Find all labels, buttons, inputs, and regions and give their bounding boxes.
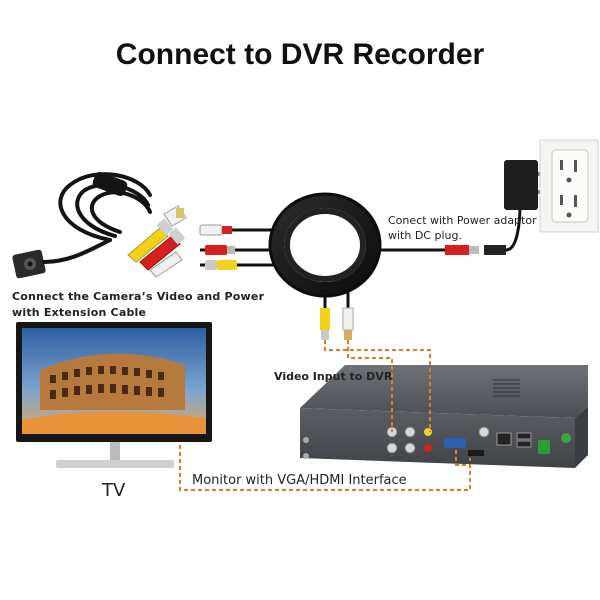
power-label-line1: Conect with Power adaptor <box>388 214 537 227</box>
camera-icon <box>12 249 46 279</box>
video-input-label: Video Input to DVR <box>274 370 393 383</box>
rca-plugs <box>127 205 187 278</box>
connection-lines <box>179 340 471 491</box>
power-label-line2: with DC plug. <box>388 229 462 242</box>
tv-monitor-icon <box>16 322 212 468</box>
coil-cable-icon <box>268 192 382 298</box>
coil-down-plugs <box>320 286 354 340</box>
camera-connection-label-line1: Connect the Camera’s Video and Power <box>12 290 265 303</box>
av-cable-icon <box>42 172 152 264</box>
power-adapter-icon <box>504 160 544 210</box>
wall-outlet-icon <box>539 139 599 233</box>
dvr-recorder-icon <box>300 365 588 468</box>
monitor-interface-label: Monitor with VGA/HDMI Interface <box>192 473 407 488</box>
camera-connection-label-line2: with Extension Cable <box>12 306 147 319</box>
page-title: Connect to DVR Recorder <box>115 38 485 71</box>
tv-label: TV <box>102 480 126 501</box>
